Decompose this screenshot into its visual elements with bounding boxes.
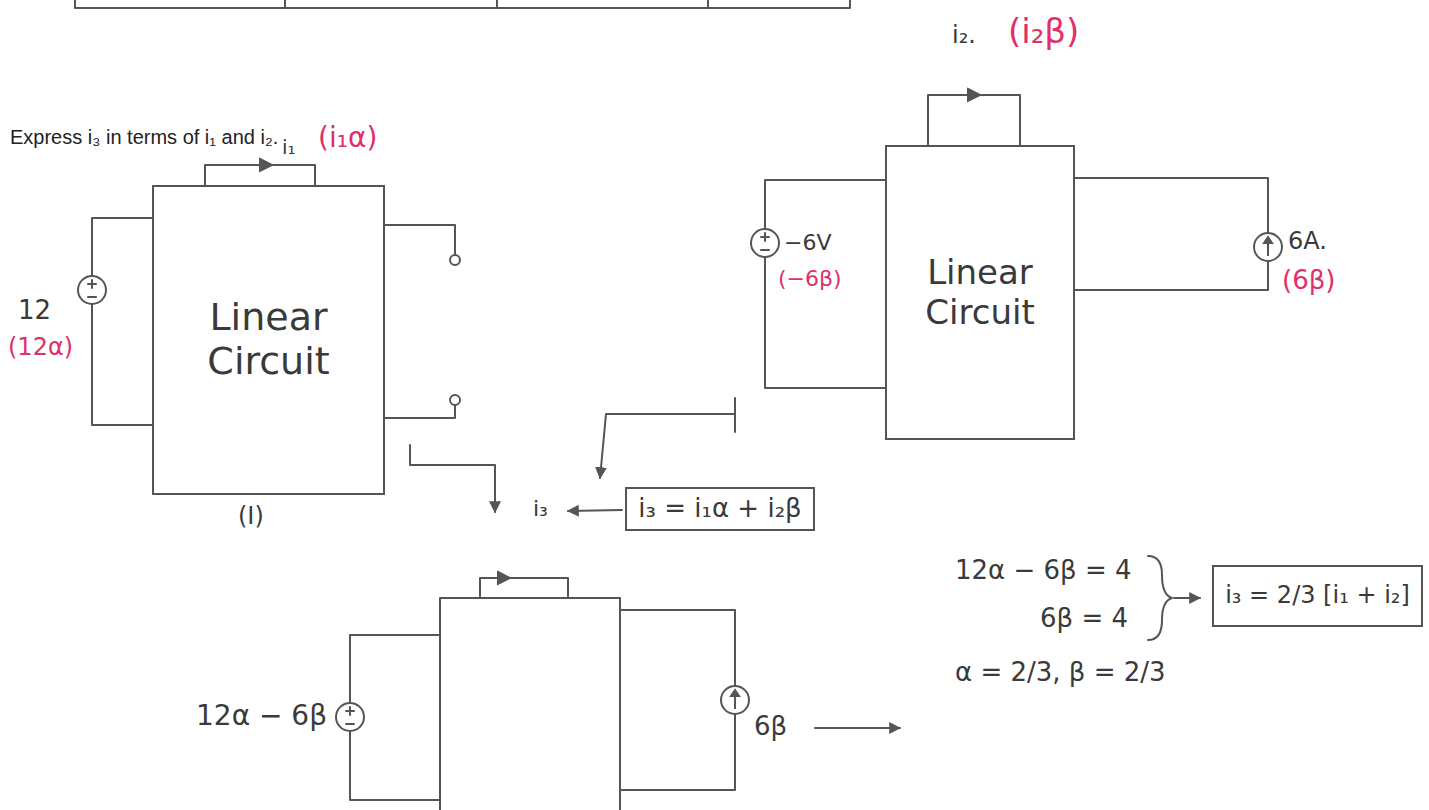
circuit-annotation: α = 2/3, β = 2/3 [955, 658, 1166, 688]
voltage-source [336, 703, 364, 731]
circuit-annotation: (12α) [8, 334, 73, 362]
circuit-annotation: (i₂β) [1008, 12, 1079, 51]
table-edge [75, 0, 850, 8]
terminal-wire [385, 225, 455, 418]
node-text: i₃ = i₁α + i₂β [638, 494, 801, 524]
wire [1075, 178, 1268, 290]
terminal [450, 395, 460, 405]
circuit-annotation: i₃ [533, 496, 548, 521]
wire [620, 610, 735, 790]
polarity-mark [88, 280, 96, 297]
circuit-annotation: (i₁α) [318, 122, 377, 154]
circuit-annotation: −6V [784, 230, 831, 255]
circuit-box: Linear Circuit [885, 145, 1075, 440]
wire [92, 218, 152, 425]
circuit-annotation: i₁ [282, 136, 296, 159]
polarity-mark [346, 707, 354, 724]
current-arrow [260, 159, 272, 171]
node-text: Linear Circuit [897, 253, 1063, 331]
voltage-source [78, 276, 106, 304]
circuit-box: Linear Circuit [152, 185, 385, 495]
circuit-annotation: 6A. [1288, 228, 1327, 256]
circuit-annotation: i₂. [952, 22, 976, 50]
terminal [450, 255, 460, 265]
circuit-annotation: 12 [18, 296, 51, 326]
circuit-annotation: 6β [754, 712, 787, 742]
circuit-box [440, 598, 620, 810]
implies-arrow [815, 727, 900, 729]
equation-box: i₃ = i₁α + i₂β [625, 487, 815, 531]
question-text: Express i₃ in terms of i₁ and i₂. [10, 126, 278, 149]
ammeter-branch [480, 578, 568, 598]
current-arrow [498, 572, 510, 584]
voltage-source [751, 229, 779, 257]
brace [1148, 556, 1172, 640]
current-source [721, 686, 749, 714]
polarity-mark [761, 233, 769, 250]
circuit-annotation: 6β = 4 [1040, 604, 1128, 634]
pointer-arrow [600, 398, 735, 478]
current-source [1254, 233, 1282, 261]
wire [765, 180, 885, 388]
circuit-annotation: (6β) [1282, 266, 1335, 296]
circuit-annotation: (I) [238, 503, 264, 531]
node-text: Linear Circuit [164, 296, 373, 383]
answer-box: i₃ = 2/3 [i₁ + i₂] [1212, 565, 1423, 627]
source-arrow [731, 690, 739, 709]
circuit-annotation: 12α − 6β = 4 [955, 556, 1132, 586]
pointer-arrow [410, 445, 495, 512]
ammeter-branch [928, 95, 1020, 145]
circuit-annotation: (−6β) [778, 266, 842, 291]
current-arrow [968, 89, 980, 101]
source-arrow [1264, 237, 1272, 256]
node-text: i₃ = 2/3 [i₁ + i₂] [1225, 582, 1410, 610]
leader-arrow [568, 510, 622, 511]
circuit-annotation: 12α − 6β [196, 700, 327, 732]
implies-arrow [1174, 597, 1200, 599]
